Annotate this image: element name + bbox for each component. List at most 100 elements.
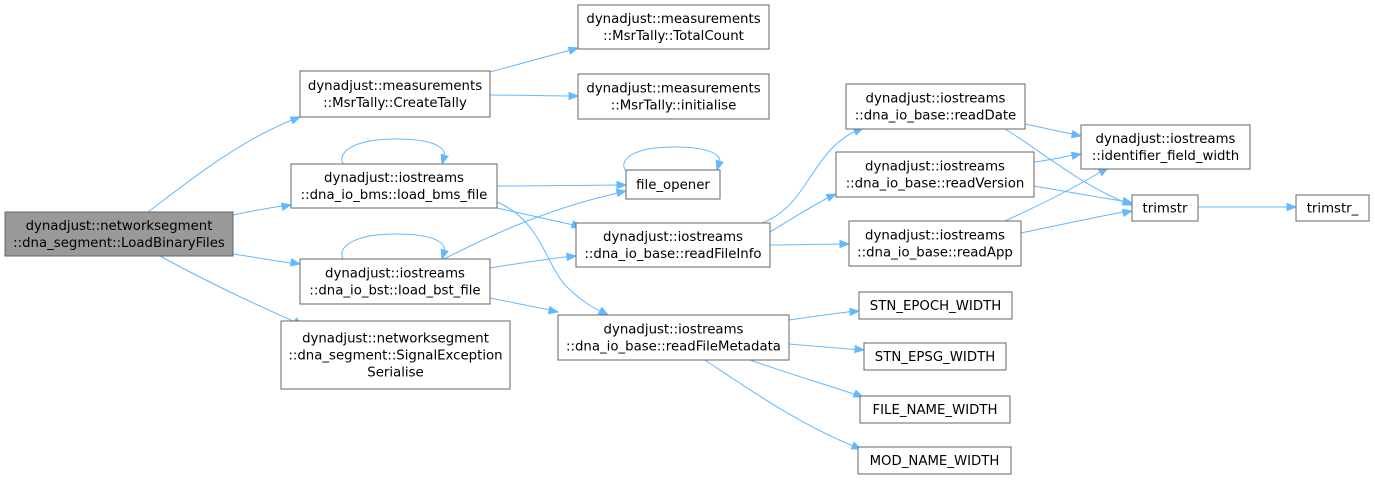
node-label-line: ::dna_io_bms::load_bms_file xyxy=(301,188,488,203)
node-label-line: STN_EPSG_WIDTH xyxy=(875,350,995,365)
node-trimstr-[interactable]: trimstr_ xyxy=(1295,194,1370,222)
node-trimstr[interactable]: trimstr xyxy=(1131,194,1199,222)
node-box[interactable] xyxy=(299,258,491,305)
edge-line xyxy=(788,343,862,351)
node-box[interactable] xyxy=(835,151,1035,198)
edge-line xyxy=(341,138,445,166)
node-box[interactable] xyxy=(299,70,491,118)
edge-line xyxy=(496,184,624,187)
edge-load_binary_files-to-load_bms_file xyxy=(232,202,293,216)
node-file-name-width[interactable]: FILE_NAME_WIDTH xyxy=(859,395,1011,424)
node-label-line: ::identifier_field_width xyxy=(1092,149,1239,164)
node-label-line: dynadjust::iostreams xyxy=(325,267,465,282)
node-read-app[interactable]: dynadjust::iostreams::dna_io_base::readA… xyxy=(848,220,1022,267)
node-box[interactable] xyxy=(290,163,498,209)
edge-create_tally-to-initialise xyxy=(489,91,580,101)
node-label-line: ::dna_io_base::readFileMetadata xyxy=(566,340,781,355)
edge-line xyxy=(769,194,834,233)
edge-line xyxy=(1020,210,1130,234)
edge-read_file_metadata-to-file_name_width xyxy=(749,359,865,398)
node-box[interactable] xyxy=(625,169,721,200)
node-load-binary-files[interactable]: dynadjust::networksegment::dna_segment::… xyxy=(4,211,234,257)
edge-line xyxy=(232,253,298,265)
node-label-line: dynadjust::networksegment xyxy=(26,219,213,234)
node-label-line: ::dna_segment::SignalException xyxy=(288,349,502,364)
node-box[interactable] xyxy=(4,211,234,257)
edge-arrowhead xyxy=(839,239,851,249)
node-label-line: dynadjust::measurements xyxy=(586,82,760,97)
edge-read_app-to-identifier_field_width xyxy=(1004,167,1110,222)
node-box[interactable] xyxy=(845,83,1026,130)
node-box[interactable] xyxy=(557,314,790,361)
edge-line xyxy=(769,243,847,246)
node-box[interactable] xyxy=(863,342,1007,371)
edge-arrowhead xyxy=(1070,129,1083,139)
node-box[interactable] xyxy=(1080,124,1251,170)
node-stn-epsg-width[interactable]: STN_EPSG_WIDTH xyxy=(863,342,1007,371)
edge-load_bst_file-to-load_bst_file xyxy=(341,233,449,261)
node-label-line: dynadjust::networksegment xyxy=(302,332,489,347)
edge-line xyxy=(623,146,721,172)
node-box[interactable] xyxy=(848,220,1022,267)
edge-arrowhead xyxy=(1286,202,1298,212)
node-initialise[interactable]: dynadjust::measurements::MsrTally::initi… xyxy=(577,73,770,120)
edge-line xyxy=(443,191,624,260)
edge-arrowhead xyxy=(854,344,866,354)
node-label-line: dynadjust::iostreams xyxy=(865,160,1005,175)
edge-line xyxy=(749,359,861,397)
node-stn-epoch-width[interactable]: STN_EPOCH_WIDTH xyxy=(858,291,1013,320)
node-read-version[interactable]: dynadjust::iostreams::dna_io_base::readV… xyxy=(835,151,1035,198)
node-box[interactable] xyxy=(280,320,511,390)
node-create-tally[interactable]: dynadjust::measurements::MsrTally::Creat… xyxy=(299,70,491,118)
node-label-line: dynadjust::iostreams xyxy=(324,171,464,186)
edge-line xyxy=(147,117,298,213)
node-box[interactable] xyxy=(577,73,770,120)
node-load-bst-file[interactable]: dynadjust::iostreams::dna_io_bst::load_b… xyxy=(299,258,491,305)
node-label-line: ::dna_io_base::readFileInfo xyxy=(584,247,761,262)
edge-line xyxy=(489,94,576,97)
node-label-line: trimstr xyxy=(1143,202,1188,217)
edge-arrowhead xyxy=(1121,196,1134,206)
edge-arrowhead xyxy=(547,305,560,315)
node-file-opener[interactable]: file_opener xyxy=(625,169,721,200)
node-label-line: STN_EPOCH_WIDTH xyxy=(870,299,1001,314)
edge-line xyxy=(704,359,859,449)
node-box[interactable] xyxy=(1131,194,1199,222)
node-signal-exception[interactable]: dynadjust::networksegment::dna_segment::… xyxy=(280,320,511,390)
edge-arrowhead xyxy=(568,91,580,101)
node-label-line: Serialise xyxy=(367,366,423,381)
edge-read_file_metadata-to-stn_epoch_width xyxy=(788,307,861,321)
edge-load_bms_file-to-file_opener xyxy=(496,180,628,190)
node-label-line: ::dna_io_bst::load_bst_file xyxy=(309,284,480,299)
node-read-file-info[interactable]: dynadjust::iostreams::dna_io_base::readF… xyxy=(575,222,771,268)
node-label-line: FILE_NAME_WIDTH xyxy=(872,403,997,418)
node-box[interactable] xyxy=(1295,194,1370,222)
edge-load_bms_file-to-read_file_metadata xyxy=(496,201,610,316)
node-box[interactable] xyxy=(858,291,1013,320)
node-box[interactable] xyxy=(857,446,1012,475)
edge-line xyxy=(489,255,574,269)
edge-arrowhead xyxy=(567,46,580,55)
node-box[interactable] xyxy=(577,4,770,50)
edge-arrowhead xyxy=(566,252,578,262)
node-load-bms-file[interactable]: dynadjust::iostreams::dna_io_bms::load_b… xyxy=(290,163,498,209)
node-identifier-field-width[interactable]: dynadjust::iostreams::identifier_field_w… xyxy=(1080,124,1251,170)
node-label-line: ::MsrTally::initialise xyxy=(611,99,737,114)
node-box[interactable] xyxy=(859,395,1011,424)
edge-line xyxy=(159,255,301,325)
node-read-date[interactable]: dynadjust::iostreams::dna_io_base::readD… xyxy=(845,83,1026,130)
edge-load_binary_files-to-signal_exception xyxy=(159,255,305,326)
node-mod-name-width[interactable]: MOD_NAME_WIDTH xyxy=(857,446,1012,475)
node-box[interactable] xyxy=(575,222,771,268)
edge-line xyxy=(341,233,445,261)
node-read-file-metadata[interactable]: dynadjust::iostreams::dna_io_base::readF… xyxy=(557,314,790,361)
edge-arrowhead xyxy=(615,188,628,198)
edge-line xyxy=(1033,185,1130,203)
node-label-line: MOD_NAME_WIDTH xyxy=(870,454,1000,469)
edge-load_bst_file-to-read_file_metadata xyxy=(489,297,560,315)
edge-arrowhead xyxy=(1121,208,1134,218)
edge-arrowhead xyxy=(280,202,293,211)
edge-load_bms_file-to-read_file_info xyxy=(496,207,583,229)
node-total-count[interactable]: dynadjust::measurements::MsrTally::Total… xyxy=(577,4,770,50)
